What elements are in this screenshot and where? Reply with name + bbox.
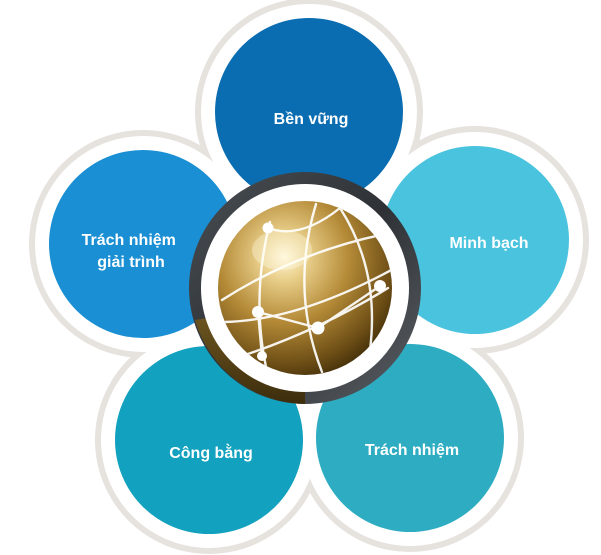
- petal-labels: Bền vững Minh bạch Trách nhiệm Công bằng…: [82, 111, 529, 462]
- petals: [49, 18, 569, 534]
- petal-right: [381, 146, 569, 334]
- petal-right-label: Minh bạch: [449, 235, 528, 252]
- petal-bottom-right-label: Trách nhiệm: [365, 442, 459, 459]
- petal-bottom-left-label: Công bằng: [169, 443, 253, 462]
- petal-top-label: Bền vững: [274, 111, 349, 128]
- petal-top: [215, 18, 403, 206]
- golden-globe-network-icon: [218, 201, 392, 375]
- petal-left-label: Trách nhiệm giải trình: [82, 232, 181, 271]
- petal-bottom-right: [316, 344, 504, 532]
